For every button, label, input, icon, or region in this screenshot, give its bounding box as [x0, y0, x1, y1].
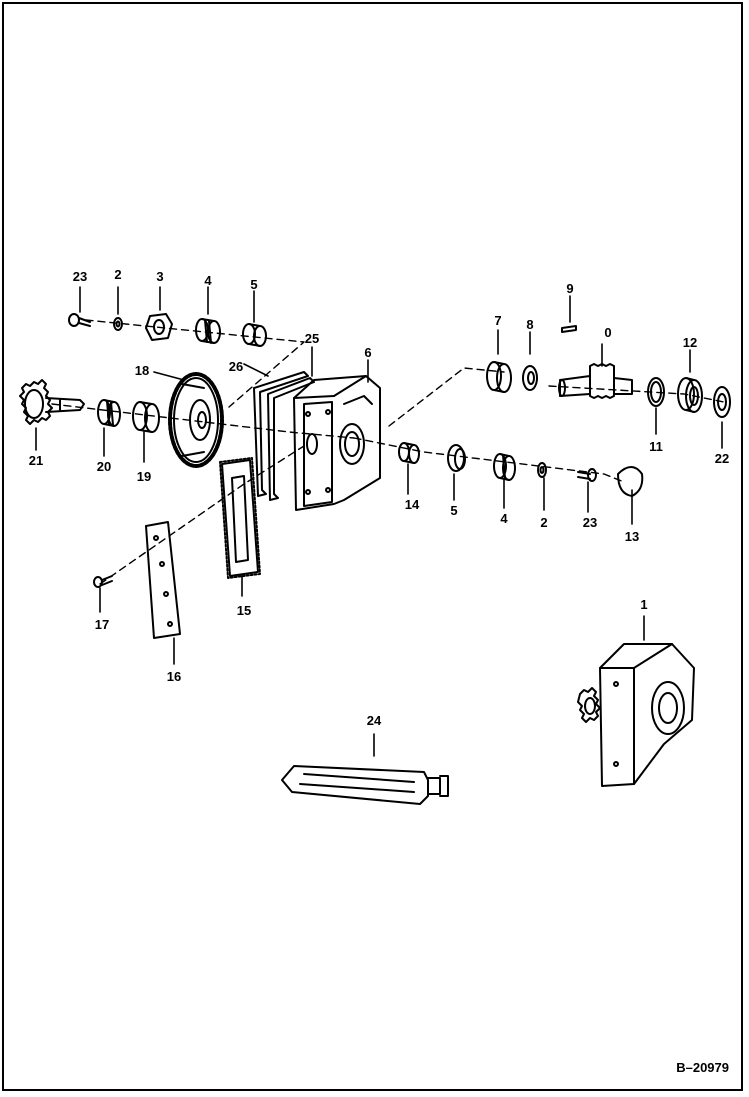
callout-3: 3 [156, 269, 164, 284]
grease-tube-24 [281, 765, 449, 805]
callout-11: 11 [649, 439, 663, 454]
cup-7 [486, 361, 512, 393]
callout-18: 18 [134, 363, 150, 378]
callout-6: 6 [364, 345, 372, 360]
callout-25: 25 [304, 331, 320, 346]
callout-5-lower: 5 [450, 503, 458, 518]
bolt-23-top [68, 313, 91, 327]
screw-17 [93, 575, 113, 588]
cup-5-lower [447, 444, 466, 472]
gasket-15 [219, 457, 261, 579]
spacer-19 [132, 401, 160, 433]
callout-26: 26 [228, 359, 244, 374]
callout-24: 24 [366, 713, 382, 728]
ring-8 [522, 365, 538, 391]
callout-19: 19 [136, 469, 152, 484]
assembly-lines [51, 319, 725, 585]
callout-21: 21 [28, 453, 44, 468]
leader-lines [35, 286, 723, 757]
callout-23-top: 23 [72, 269, 88, 284]
callout-0: 0 [604, 325, 612, 340]
bearing-20 [97, 399, 121, 427]
callout-4-lower: 4 [500, 511, 508, 526]
figure-id: B–20979 [676, 1060, 729, 1075]
pinion-shaft-10 [558, 363, 633, 399]
bushing-14 [398, 442, 420, 464]
callout-1: 1 [640, 597, 648, 612]
callout-23-lower: 23 [582, 515, 598, 530]
callout-16: 16 [166, 669, 182, 684]
callout-14: 14 [404, 497, 420, 512]
callout-17: 17 [94, 617, 110, 632]
gasket-25 [267, 377, 315, 501]
callout-9: 9 [566, 281, 574, 296]
callout-12: 12 [682, 335, 698, 350]
washer-2-top [113, 317, 123, 331]
gasket-26 [253, 371, 309, 497]
pin-9 [561, 325, 577, 333]
bearing-4-lower [493, 453, 516, 481]
seal-12 [677, 377, 703, 413]
cover-plate-16 [145, 521, 181, 639]
exploded-parts-drawing [19, 286, 731, 805]
callout-5-top: 5 [250, 277, 258, 292]
washer-2-lower [537, 462, 547, 478]
callout-4-top: 4 [204, 273, 212, 288]
seal-22 [713, 386, 731, 418]
callout-8: 8 [526, 317, 534, 332]
assembled-gearbox-1 [577, 643, 695, 787]
cap-13 [617, 466, 644, 497]
cup-5-top [242, 323, 267, 347]
callout-2-lower: 2 [540, 515, 548, 530]
ring-11 [647, 377, 665, 407]
callout-2-top: 2 [114, 267, 122, 282]
callout-7: 7 [494, 313, 502, 328]
callout-15: 15 [236, 603, 252, 618]
callout-22: 22 [714, 451, 730, 466]
housing-6 [293, 375, 381, 511]
callout-13: 13 [624, 529, 640, 544]
bolt-23-lower [577, 468, 597, 482]
gear-18 [168, 372, 224, 468]
bearing-4-top [195, 318, 221, 344]
callout-20: 20 [96, 459, 112, 474]
sprocket-shaft-21 [19, 379, 85, 425]
nut-3 [145, 313, 173, 341]
